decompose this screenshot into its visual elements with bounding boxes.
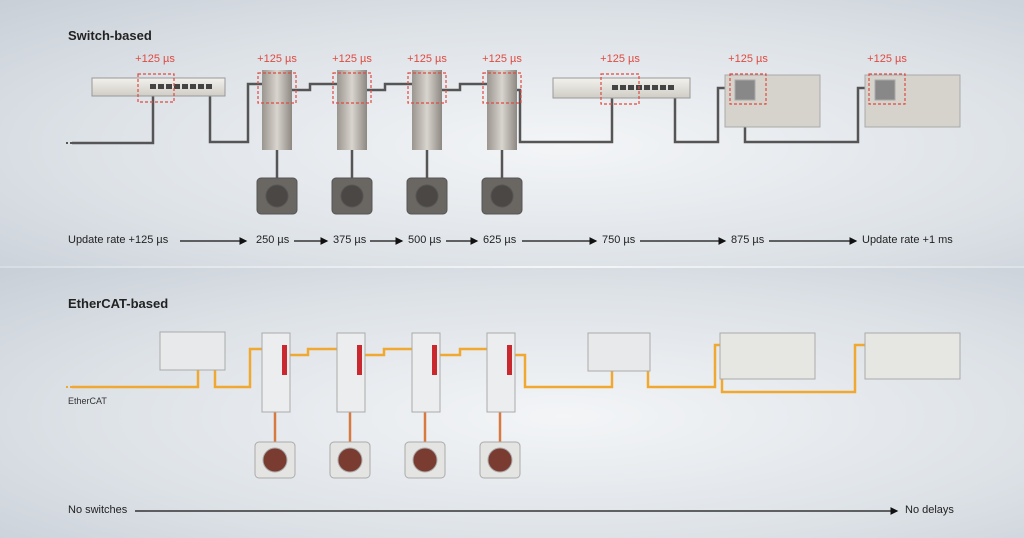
servo-motors-ethercat bbox=[254, 441, 521, 479]
ethercat-based-title: EtherCAT-based bbox=[68, 296, 169, 311]
timeline-step: 500 µs bbox=[408, 234, 442, 246]
servo-motors-switch bbox=[256, 177, 523, 215]
latency-label: +125 µs bbox=[728, 53, 768, 65]
latency-label: +125 µs bbox=[600, 53, 640, 65]
io-terminal-blocks bbox=[719, 332, 961, 380]
ethercat-couplers bbox=[159, 331, 651, 372]
timeline-start: No switches bbox=[68, 504, 128, 516]
timeline-step: 375 µs bbox=[333, 234, 367, 246]
io-controllers-switch bbox=[724, 74, 961, 128]
timeline-end: No delays bbox=[905, 504, 954, 516]
servo-drives-switch bbox=[262, 70, 517, 150]
ethercat-logo: EtherCAT bbox=[68, 396, 107, 406]
latency-markers bbox=[137, 72, 906, 105]
latency-label: +125 µs bbox=[135, 53, 175, 65]
latency-label: +125 µs bbox=[407, 53, 447, 65]
timeline-step: 250 µs bbox=[256, 234, 290, 246]
ethernet-switch-1 bbox=[91, 77, 226, 97]
latency-label: +125 µs bbox=[482, 53, 522, 65]
timeline-step: 750 µs bbox=[602, 234, 636, 246]
servo-drives-ethercat bbox=[261, 332, 516, 413]
timeline-step: 875 µs bbox=[731, 234, 765, 246]
latency-label: +125 µs bbox=[332, 53, 372, 65]
timeline-step: Update rate +1 ms bbox=[862, 234, 953, 246]
latency-label: +125 µs bbox=[867, 53, 907, 65]
switch-based-title: Switch-based bbox=[68, 28, 152, 43]
timeline-step: 625 µs bbox=[483, 234, 517, 246]
latency-label: +125 µs bbox=[257, 53, 297, 65]
timeline-step: Update rate +125 µs bbox=[68, 234, 169, 246]
ethernet-switch-2 bbox=[552, 77, 691, 99]
motor-cables bbox=[273, 412, 502, 442]
